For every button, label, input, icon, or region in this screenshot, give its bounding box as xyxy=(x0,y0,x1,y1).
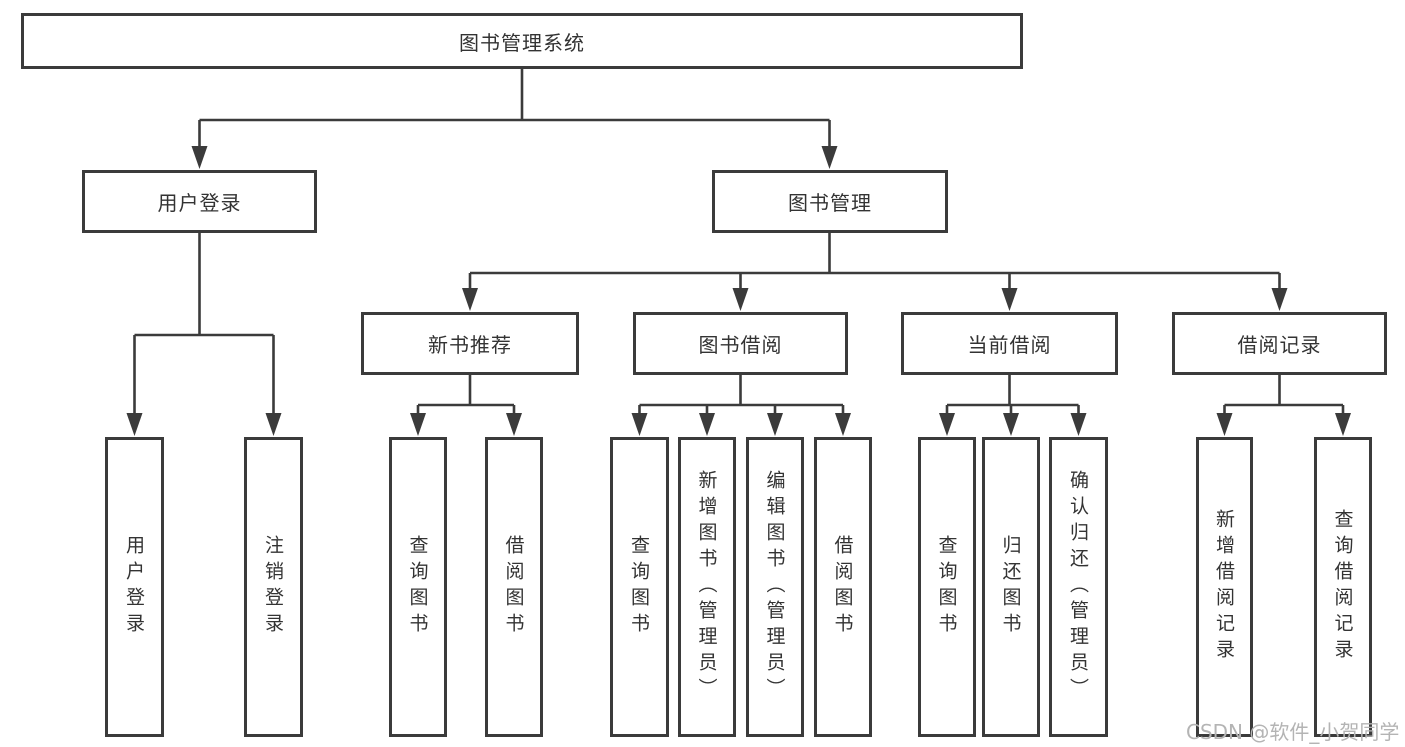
leaf-newrec-query-book-label: 查询图书 xyxy=(406,535,429,639)
leaf-newrec-borrow-book-label: 借阅图书 xyxy=(502,535,525,639)
leaf-logout: 注销登录 xyxy=(244,437,303,737)
node-current-borrow: 当前借阅 xyxy=(901,312,1118,375)
leaf-record-add-borrow-record-label: 新增借阅记录 xyxy=(1213,509,1235,665)
leaf-current-confirm-return-admin: 确认归还（管理员） xyxy=(1049,437,1108,737)
leaf-current-query-book-label: 查询图书 xyxy=(935,535,958,639)
node-user-login: 用户登录 xyxy=(82,170,317,233)
leaf-current-query-book: 查询图书 xyxy=(918,437,976,737)
node-root: 图书管理系统 xyxy=(21,13,1023,69)
node-book-management: 图书管理 xyxy=(712,170,948,233)
leaf-borrow-add-book-admin-label: 新增图书（管理员） xyxy=(695,470,718,704)
leaf-record-query-borrow-record: 查询借阅记录 xyxy=(1314,437,1372,737)
leaf-borrow-borrow-book-label: 借阅图书 xyxy=(831,535,854,639)
leaf-newrec-borrow-book: 借阅图书 xyxy=(485,437,543,737)
leaf-record-add-borrow-record: 新增借阅记录 xyxy=(1196,437,1253,737)
leaf-logout-label: 注销登录 xyxy=(262,535,284,639)
leaf-borrow-borrow-book: 借阅图书 xyxy=(814,437,872,737)
node-new-book-recommend: 新书推荐 xyxy=(361,312,579,375)
leaf-current-confirm-return-admin-label: 确认归还（管理员） xyxy=(1067,470,1089,704)
leaf-user-login: 用户登录 xyxy=(105,437,164,737)
leaf-borrow-edit-book-admin-label: 编辑图书（管理员） xyxy=(763,470,786,704)
leaf-user-login-label: 用户登录 xyxy=(123,535,145,639)
leaf-borrow-query-book: 查询图书 xyxy=(610,437,669,737)
leaf-borrow-edit-book-admin: 编辑图书（管理员） xyxy=(746,437,804,737)
leaf-borrow-query-book-label: 查询图书 xyxy=(628,535,650,639)
leaf-current-return-book: 归还图书 xyxy=(982,437,1040,737)
leaf-newrec-query-book: 查询图书 xyxy=(389,437,447,737)
leaf-borrow-add-book-admin: 新增图书（管理员） xyxy=(678,437,736,737)
csdn-watermark: CSDN @软件_小贺同学 xyxy=(1186,720,1400,744)
node-book-borrow: 图书借阅 xyxy=(633,312,848,375)
node-borrow-record: 借阅记录 xyxy=(1172,312,1387,375)
leaf-record-query-borrow-record-label: 查询借阅记录 xyxy=(1331,509,1354,665)
leaf-current-return-book-label: 归还图书 xyxy=(999,535,1022,639)
